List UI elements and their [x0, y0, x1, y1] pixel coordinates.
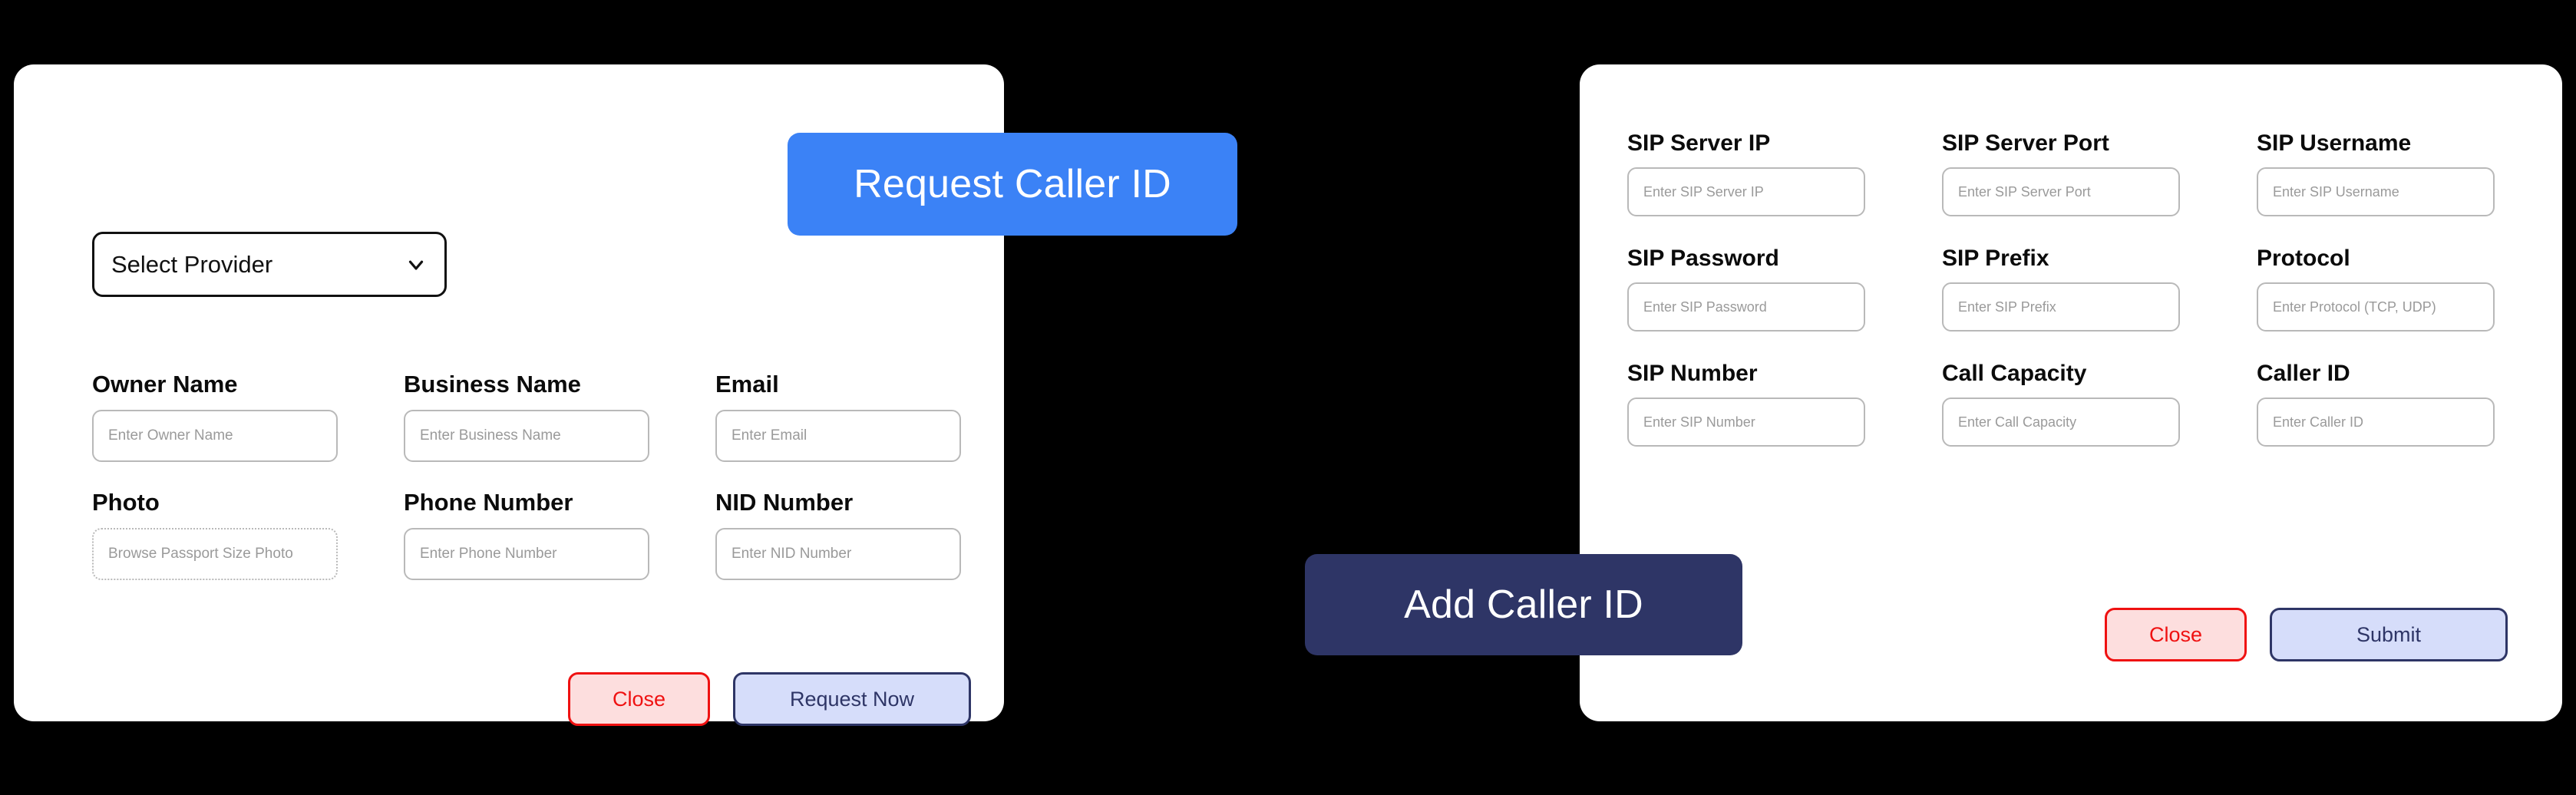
field-protocol: Protocol Enter Protocol (TCP, UDP)	[2257, 246, 2495, 332]
input-call-capacity[interactable]: Enter Call Capacity	[1942, 398, 2180, 447]
request-form-grid: Owner Name Enter Owner Name Business Nam…	[92, 371, 961, 581]
field-sip-prefix: SIP Prefix Enter SIP Prefix	[1942, 246, 2180, 332]
input-sip-username[interactable]: Enter SIP Username	[2257, 167, 2495, 216]
field-email: Email Enter Email	[715, 371, 961, 463]
field-call-capacity: Call Capacity Enter Call Capacity	[1942, 361, 2180, 447]
input-protocol[interactable]: Enter Protocol (TCP, UDP)	[2257, 282, 2495, 332]
field-sip-server-ip: SIP Server IP Enter SIP Server IP	[1627, 130, 1865, 216]
request-button-row: Close Request Now	[568, 672, 971, 726]
label-sip-username: SIP Username	[2257, 130, 2412, 156]
field-sip-username: SIP Username Enter SIP Username	[2257, 130, 2495, 216]
label-call-capacity: Call Capacity	[1942, 361, 2087, 386]
provider-select-value: Select Provider	[111, 250, 273, 278]
input-phone-number[interactable]: Enter Phone Number	[404, 528, 649, 581]
field-phone-number: Phone Number Enter Phone Number	[404, 489, 649, 581]
request-caller-id-title: Request Caller ID	[788, 133, 1237, 236]
field-nid-number: NID Number Enter NID Number	[715, 489, 961, 581]
add-form-grid: SIP Server IP Enter SIP Server IP SIP Se…	[1627, 130, 2502, 447]
label-owner-name: Owner Name	[92, 371, 238, 398]
label-email: Email	[715, 371, 779, 398]
field-business-name: Business Name Enter Business Name	[404, 371, 649, 463]
label-sip-number: SIP Number	[1627, 361, 1758, 386]
request-now-button[interactable]: Request Now	[733, 672, 971, 726]
label-protocol: Protocol	[2257, 246, 2350, 271]
add-caller-id-title: Add Caller ID	[1305, 554, 1742, 655]
label-photo: Photo	[92, 489, 160, 516]
field-sip-password: SIP Password Enter SIP Password	[1627, 246, 1865, 332]
input-sip-server-ip[interactable]: Enter SIP Server IP	[1627, 167, 1865, 216]
input-sip-prefix[interactable]: Enter SIP Prefix	[1942, 282, 2180, 332]
field-sip-number: SIP Number Enter SIP Number	[1627, 361, 1865, 447]
chevron-down-icon	[405, 253, 428, 276]
label-sip-server-port: SIP Server Port	[1942, 130, 2109, 156]
input-caller-id[interactable]: Enter Caller ID	[2257, 398, 2495, 447]
add-button-row: Close Submit	[2105, 608, 2508, 661]
label-phone-number: Phone Number	[404, 489, 573, 516]
field-owner-name: Owner Name Enter Owner Name	[92, 371, 338, 463]
input-sip-password[interactable]: Enter SIP Password	[1627, 282, 1865, 332]
input-nid-number[interactable]: Enter NID Number	[715, 528, 961, 581]
label-business-name: Business Name	[404, 371, 581, 398]
label-caller-id: Caller ID	[2257, 361, 2350, 386]
label-sip-server-ip: SIP Server IP	[1627, 130, 1771, 156]
label-sip-password: SIP Password	[1627, 246, 1779, 271]
close-button[interactable]: Close	[568, 672, 710, 726]
input-sip-number[interactable]: Enter SIP Number	[1627, 398, 1865, 447]
field-sip-server-port: SIP Server Port Enter SIP Server Port	[1942, 130, 2180, 216]
label-nid-number: NID Number	[715, 489, 854, 516]
close-button[interactable]: Close	[2105, 608, 2247, 661]
input-business-name[interactable]: Enter Business Name	[404, 410, 649, 463]
submit-button[interactable]: Submit	[2270, 608, 2508, 661]
input-sip-server-port[interactable]: Enter SIP Server Port	[1942, 167, 2180, 216]
provider-select[interactable]: Select Provider	[92, 232, 447, 297]
input-owner-name[interactable]: Enter Owner Name	[92, 410, 338, 463]
input-email[interactable]: Enter Email	[715, 410, 961, 463]
field-caller-id: Caller ID Enter Caller ID	[2257, 361, 2495, 447]
input-photo-upload[interactable]: Browse Passport Size Photo	[92, 528, 338, 581]
field-photo: Photo Browse Passport Size Photo	[92, 489, 338, 581]
label-sip-prefix: SIP Prefix	[1942, 246, 2049, 271]
